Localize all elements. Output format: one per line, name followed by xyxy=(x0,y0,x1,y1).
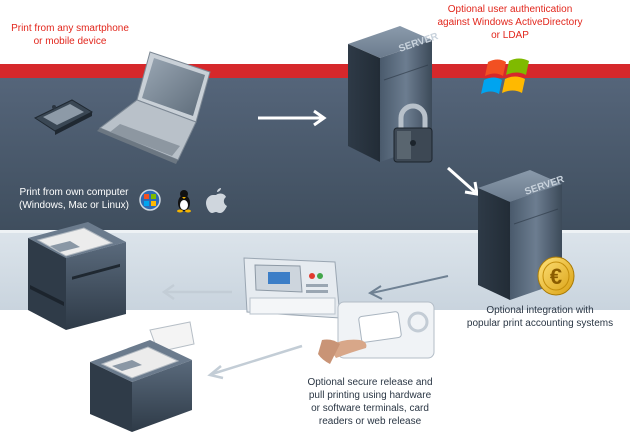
arrow-to-release xyxy=(367,275,449,300)
release-caption-line: Optional secure release and xyxy=(307,377,433,388)
smartphone-caption: Print from any smartphone or mobile devi… xyxy=(8,22,132,48)
apple-logo-icon xyxy=(206,188,227,213)
computer-caption-line: (Windows, Mac or Linux) xyxy=(18,200,130,211)
computer-caption: Print from own computer (Windows, Mac or… xyxy=(8,186,140,212)
auth-caption-line: against Windows ActiveDirectory xyxy=(437,17,583,28)
release-caption: Optional secure release and pull printin… xyxy=(296,376,444,428)
release-caption-line: readers or web release xyxy=(318,416,422,427)
auth-caption: Optional user authentication against Win… xyxy=(430,3,590,42)
release-caption-line: pull printing using hardware xyxy=(308,390,432,401)
smartphone-caption-line: or mobile device xyxy=(33,36,107,47)
windows-logo-icon xyxy=(481,58,529,94)
accounting-caption: Optional integration with popular print … xyxy=(460,304,620,330)
accounting-caption-line: popular print accounting systems xyxy=(466,318,614,329)
auth-caption-line: Optional user authentication xyxy=(447,4,573,15)
smartphone-caption-line: Print from any smartphone xyxy=(11,23,129,34)
smartphone-icon xyxy=(33,99,94,135)
euro-coin-icon xyxy=(537,256,575,296)
red-stripe xyxy=(0,64,630,78)
card-reader-icon xyxy=(318,301,435,364)
printer-icon-bottom xyxy=(90,321,195,432)
light-band-highlight xyxy=(0,230,630,233)
release-caption-line: or software terminals, card xyxy=(311,403,429,414)
laptop-icon xyxy=(97,51,211,164)
arrow-to-bottom-printer xyxy=(207,344,303,380)
padlock-icon xyxy=(393,103,433,163)
linux-tux-icon xyxy=(177,190,191,213)
accounting-caption-line: Optional integration with xyxy=(486,305,594,316)
computer-caption-line: Print from own computer xyxy=(19,187,129,198)
windows-os-icon xyxy=(139,189,161,211)
server-icon xyxy=(348,26,432,162)
arrow-to-accounting-server xyxy=(447,166,479,196)
auth-caption-line: or LDAP xyxy=(491,30,529,41)
arrow-to-server xyxy=(258,109,327,127)
arrow-to-top-printer xyxy=(161,283,232,301)
multifunction-printer-icon xyxy=(243,257,341,319)
printer-icon xyxy=(28,222,126,330)
euro-symbol: € xyxy=(550,264,562,289)
